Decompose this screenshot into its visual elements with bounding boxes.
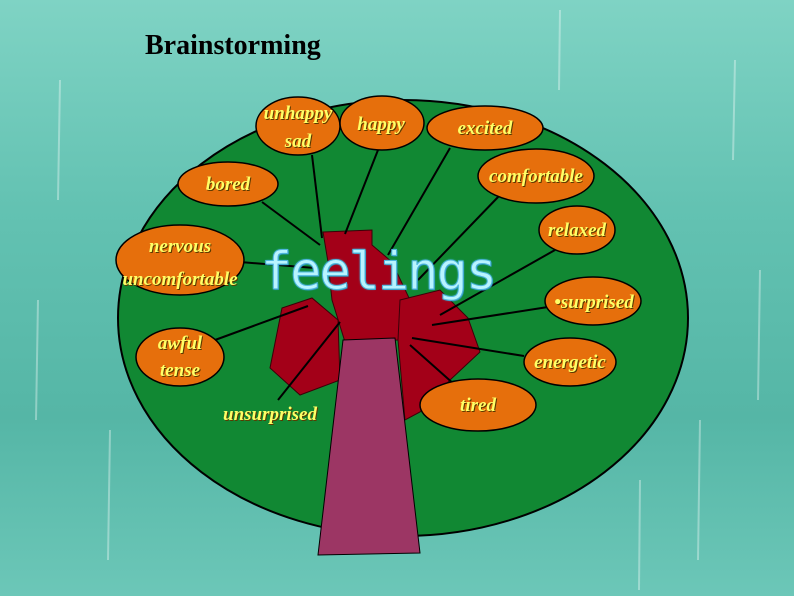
word-bubbles: [115, 95, 642, 432]
bubble-comfortable: [477, 148, 595, 204]
tree-branches: [269, 229, 481, 421]
bubble-nervous: [115, 224, 245, 296]
word-tired: tired: [460, 395, 496, 416]
word-happy: happy: [357, 114, 405, 135]
word-surprised: •surprised: [554, 292, 634, 313]
tree-trunk: [317, 337, 421, 556]
bubble-relaxed: [538, 205, 616, 255]
word-tense: tense: [159, 360, 201, 381]
word-unhappy: unhappy: [263, 103, 333, 124]
word-bored: bored: [205, 174, 251, 195]
word-energetic: energetic: [534, 352, 606, 373]
bubble-surprised: [544, 276, 642, 326]
page-title: Brainstorming: [145, 30, 321, 61]
word-comfortable: comfortable: [489, 166, 583, 187]
word-excited: excited: [457, 118, 513, 139]
center-word-feelings: feelings: [260, 242, 497, 303]
word-nervous: nervous: [148, 236, 212, 257]
bubble-tired: [419, 378, 537, 432]
word-uncomfortable: uncomfortable: [122, 269, 238, 290]
bubble-energetic: [523, 337, 617, 387]
bubble-awful-tense: [135, 327, 225, 387]
connector-lines: [214, 147, 556, 401]
word-awful: awful: [157, 333, 203, 354]
bubble-excited: [426, 105, 544, 151]
bubble-bored: [177, 161, 279, 207]
bubble-happy: [339, 95, 425, 151]
word-sad: sad: [284, 131, 312, 152]
word-unsurprised: unsurprised: [223, 404, 317, 425]
word-relaxed: relaxed: [547, 220, 607, 241]
